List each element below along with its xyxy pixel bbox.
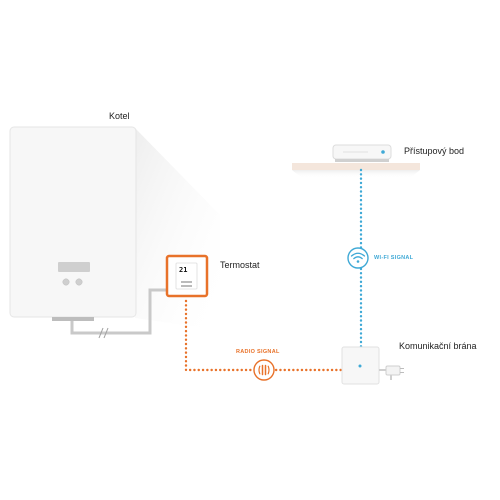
thermostat-label: Termostat [220,260,260,270]
gateway-led [358,364,362,368]
access-point-shelf [292,163,420,178]
thermostat-display-value: 21 [179,266,188,274]
access-point-base [335,159,389,162]
boiler-display [58,262,90,272]
radio-waves-icon [253,359,275,381]
wire-break-mark-1 [98,327,104,339]
thermostat [165,254,209,298]
boiler-knob-left [62,278,70,286]
boiler-label: Kotel [109,111,130,121]
gateway-label: Komunikační brána [399,341,477,351]
boiler-thermostat-wire [70,288,167,335]
wire-break-mark-2 [103,327,109,339]
boiler [9,126,137,321]
radio-signal-label: RADIO SIGNAL [236,349,280,355]
shelf-shadow [292,170,420,178]
boiler-shadow [135,128,220,330]
access-point [332,144,392,162]
gateway [341,346,404,385]
thermostat-bar-2 [181,285,192,287]
wifi-signal-label: WI-FI SIGNAL [374,255,414,261]
radio-signal-line [184,299,347,372]
boiler-knob-right [75,278,83,286]
wifi-icon [347,247,369,269]
boiler-body [9,126,137,318]
thermostat-bar-1 [181,281,192,283]
shelf-top [292,163,420,170]
gateway-plug [385,365,401,376]
boiler-base [52,317,94,321]
access-point-label: Přístupový bod [404,146,465,156]
access-point-led [381,150,385,154]
